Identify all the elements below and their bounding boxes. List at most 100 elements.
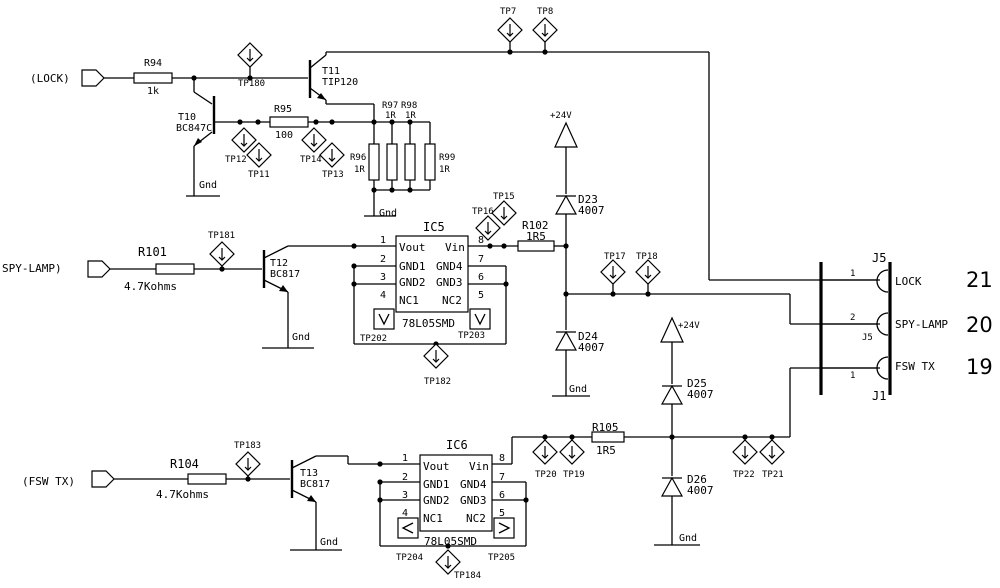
tp182-label: TP182	[424, 377, 451, 387]
ic5-pin-label-vout: Vout	[399, 241, 426, 254]
ic5-pin3: 3	[380, 272, 386, 283]
d25-part: 4007	[687, 388, 714, 401]
ic5-pin-label-gnd2: GND2	[399, 276, 426, 289]
rbank-gnd-label: Gnd	[379, 208, 397, 219]
tp204-marker	[397, 517, 419, 539]
d24-ref: D24	[578, 330, 598, 343]
tp21-marker	[759, 439, 785, 465]
tp19-marker	[559, 439, 585, 465]
ic5-pin-label-nc1: NC1	[399, 294, 419, 307]
ic5-pin-label-nc2: NC2	[442, 294, 462, 307]
tp16-label: TP16	[472, 207, 494, 217]
ic5-pin2: 2	[380, 254, 386, 265]
j1-pin1-contact	[876, 356, 889, 380]
r98-ref: R98	[401, 101, 417, 111]
t13-gnd-label: Gnd	[320, 537, 338, 548]
t12-ref: T12	[270, 258, 288, 269]
ic5-pin-label-vin: Vin	[445, 241, 465, 254]
r96-ref: R96	[350, 153, 366, 163]
fsw-tx-section: (FSW TX) R104 4.7Kohms TP183 Gnd T13 BC8…	[22, 316, 880, 581]
conn-pin-number-21: 21	[966, 268, 993, 292]
tp202-label: TP202	[360, 334, 387, 344]
r101-body	[155, 263, 195, 275]
ic5-pin-label-gnd3: GND3	[436, 276, 463, 289]
j5-pin1-contact	[876, 269, 889, 293]
t11-part: TIP120	[322, 77, 358, 88]
tp11-marker	[246, 142, 272, 168]
ic5-pin4: 4	[380, 290, 386, 301]
v24-symbol-top	[554, 121, 578, 148]
tp12-label: TP12	[225, 155, 247, 165]
r96-value: 1R	[354, 165, 365, 175]
tp183-marker	[235, 451, 261, 477]
r104-ref: R104	[170, 457, 199, 471]
conn-pin-num-2: 2	[850, 313, 855, 323]
ic5-part: 78L05SMD	[402, 317, 455, 330]
connector-j5-j1: J5 J5 J1 1 2 1 LOCK SPY-LAMP FSW TX 21 2…	[819, 251, 993, 403]
tp8-label: TP8	[537, 7, 553, 17]
t10-part: BC847C	[176, 123, 212, 134]
r105-ref: R105	[592, 421, 619, 434]
ic5-pin1: 1	[380, 235, 386, 246]
r97-value: 1R	[385, 111, 396, 121]
r95-body	[269, 116, 309, 128]
tp15-marker	[491, 200, 517, 226]
tp21-label: TP21	[762, 470, 784, 480]
r95-value: 100	[275, 130, 293, 141]
r105-value: 1R5	[596, 444, 616, 457]
fsw-tx-port	[91, 470, 115, 488]
r94-ref: R94	[144, 58, 162, 69]
ic5-pin7: 7	[478, 254, 484, 265]
tp205-marker	[493, 517, 515, 539]
tp14-marker	[301, 127, 327, 153]
conn-pin-label-lock: LOCK	[895, 275, 922, 288]
r95-ref: R95	[274, 104, 292, 115]
j5-ref: J5	[872, 251, 886, 265]
t11-ref: T11	[322, 66, 340, 77]
tp203-label: TP203	[458, 331, 485, 341]
v24-label-top: +24V	[550, 111, 572, 121]
tp22-label: TP22	[733, 470, 755, 480]
tp22-marker	[732, 439, 758, 465]
ic6-pin8: 8	[499, 453, 505, 464]
tp181-marker	[209, 241, 235, 267]
ic6-body	[419, 454, 493, 532]
ic6-pin1: 1	[402, 453, 408, 464]
r101-value: 4.7Kohms	[124, 280, 177, 293]
d26-body	[660, 476, 684, 497]
d23-part: 4007	[578, 204, 605, 217]
r104-value: 4.7Kohms	[156, 488, 209, 501]
j5-pin2-contact	[876, 312, 889, 336]
tp15-label: TP15	[493, 192, 515, 202]
r102-value: 1R5	[526, 230, 546, 243]
ic6-pin4: 4	[402, 508, 408, 519]
ic6-pin2: 2	[402, 472, 408, 483]
d23-ref: D23	[578, 193, 598, 206]
tp183-label: TP183	[234, 441, 261, 451]
r94-value: 1k	[147, 86, 159, 97]
tp17-label: TP17	[604, 252, 626, 262]
conn-pin-label-fsw-tx: FSW TX	[895, 360, 935, 373]
j1-ref: J1	[872, 389, 886, 403]
tp17-marker	[600, 259, 626, 285]
r94-body	[133, 72, 173, 84]
t12-part: BC817	[270, 269, 300, 280]
t12-gnd-label: Gnd	[292, 332, 310, 343]
tp181-label: TP181	[208, 231, 235, 241]
tp18-marker	[635, 259, 661, 285]
r98-value: 1R	[405, 111, 416, 121]
ic6-pin3: 3	[402, 490, 408, 501]
ic5-body	[395, 235, 469, 313]
r102-ref: R102	[522, 219, 549, 232]
conn-pin-num-1: 1	[850, 269, 855, 279]
d24-part: 4007	[578, 341, 605, 354]
d26-ref: D26	[687, 473, 707, 486]
ic6-ref: IC6	[446, 438, 468, 452]
tp7-marker	[497, 17, 523, 43]
lock-signal-label: (LOCK)	[30, 72, 70, 85]
v24-label-bottom: +24V	[678, 321, 700, 331]
r101-ref: R101	[138, 245, 167, 259]
fsw-tx-signal-label: (FSW TX)	[22, 475, 75, 488]
ic6-pin7: 7	[499, 472, 505, 483]
d26-part: 4007	[687, 484, 714, 497]
